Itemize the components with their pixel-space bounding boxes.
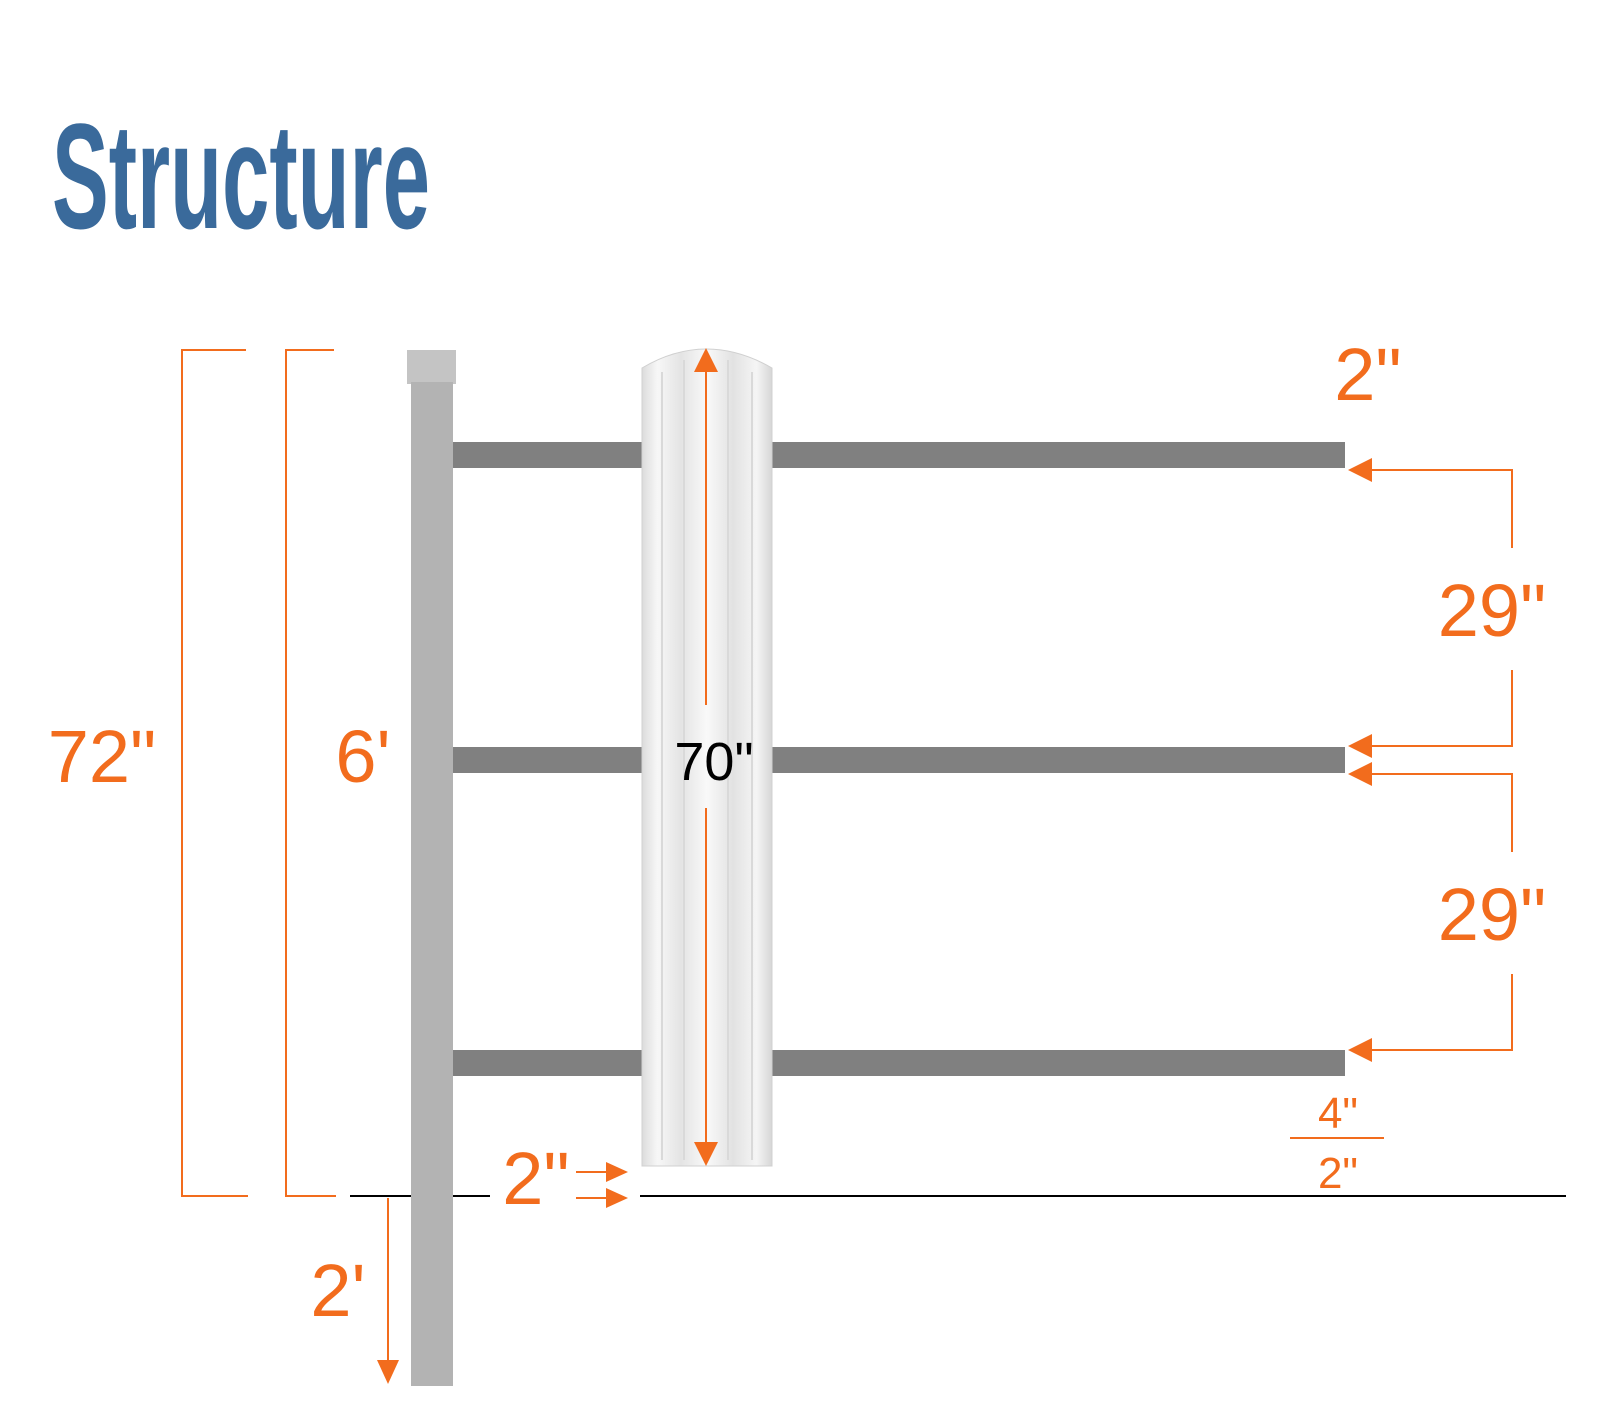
post-cap [407, 350, 456, 384]
post-depth-arrow [377, 1198, 399, 1384]
fence-height-label: 6' [335, 715, 390, 798]
picket [641, 348, 773, 1167]
total-height-label: 72" [48, 715, 157, 798]
ground-clearance-label: 2" [502, 1137, 569, 1220]
rail-bottom [453, 1050, 1345, 1076]
rail-height-bottom-label: 2" [1318, 1149, 1358, 1198]
total-height-bracket [181, 349, 248, 1197]
rail-spacing-lower-arrow [1348, 762, 1513, 1062]
rail-spacing-upper-label: 29" [1438, 569, 1547, 652]
rail-spacing-lower-label: 29" [1438, 873, 1547, 956]
page-title: Structure [52, 92, 430, 260]
picket-length-label: 70" [674, 732, 753, 792]
post-depth-label: 2' [310, 1249, 365, 1332]
rail-spacing-upper-arrow [1348, 458, 1513, 758]
rail-middle [453, 747, 1345, 773]
fence-height-bracket [285, 349, 336, 1197]
picket-length-arrow [694, 348, 718, 1166]
rail-top [453, 442, 1345, 468]
top-gap-label: 2" [1334, 333, 1401, 416]
picket-grooves [661, 360, 753, 1160]
ground-clearance-arrows [576, 1162, 628, 1208]
rail-height-top-label: 4" [1318, 1089, 1358, 1138]
fence-post [411, 382, 453, 1386]
